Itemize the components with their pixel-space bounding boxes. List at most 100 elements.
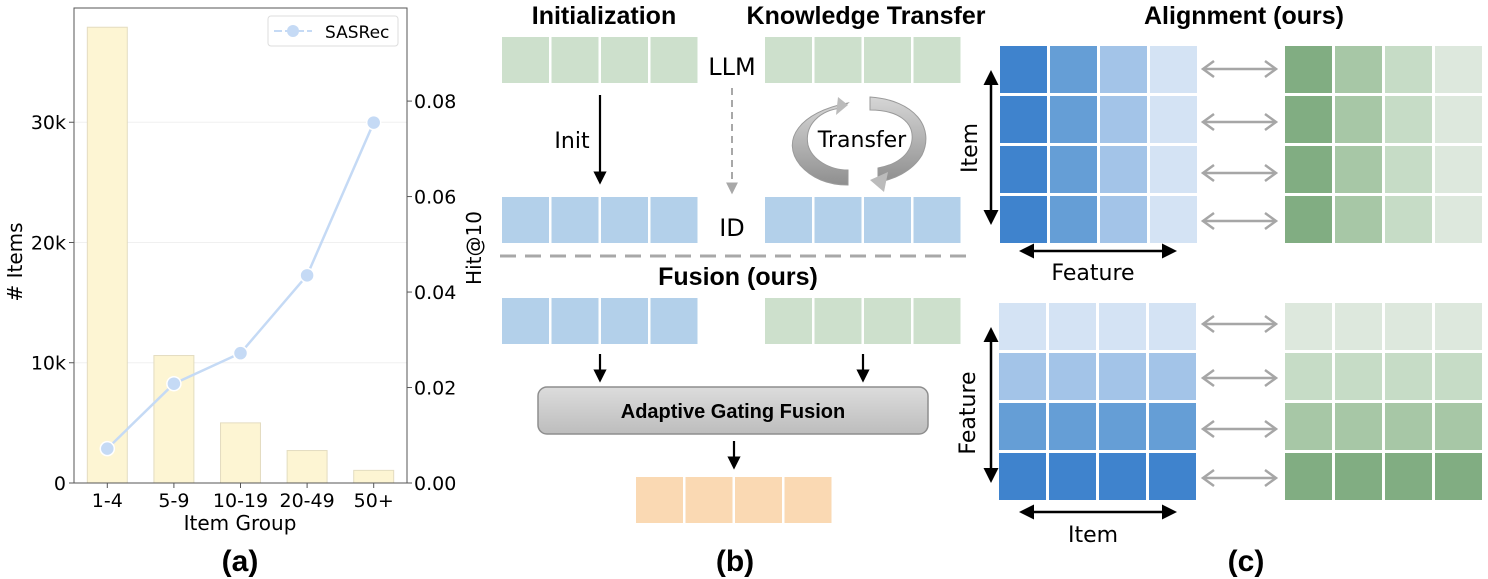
llm-embedding-cell: [601, 37, 648, 83]
llm-matrix-cell: [1385, 403, 1432, 450]
llm-matrix-cell: [1385, 453, 1432, 500]
llm-matrix-cell: [1335, 303, 1382, 350]
llm-matrix-cell: [1335, 96, 1382, 143]
id-matrix-cell: [1099, 353, 1146, 400]
bar-20-49: [286, 450, 328, 484]
llm-matrix-cell: [1335, 46, 1382, 93]
panel-label-a: (a): [222, 545, 259, 578]
id-matrix-cell: [999, 303, 1046, 350]
llm-matrix-cell: [1435, 303, 1482, 350]
diagram-panel-c: Alignment (ours) Item Feature Feature It…: [956, 2, 1482, 578]
llm-matrix-cell: [1435, 353, 1482, 400]
id-embedding-cell: [502, 298, 549, 344]
id-matrix-cell: [999, 353, 1046, 400]
bar-1-4: [86, 26, 128, 484]
id-matrix-cell: [1050, 146, 1097, 193]
llm-matrix-cell: [1285, 196, 1332, 243]
alignment-arrowhead-right: [1264, 314, 1279, 334]
alignment-arrowhead-left: [1200, 314, 1215, 334]
right-tick-label: 0.02: [414, 378, 456, 400]
llm-matrix-cell: [1435, 196, 1482, 243]
label-init: Init: [554, 129, 590, 154]
alignment-arrowhead-right: [1264, 368, 1279, 388]
llm-matrix-cell: [1435, 403, 1482, 450]
alignment-arrowhead-right: [1264, 419, 1279, 439]
title-fusion: Fusion (ours): [658, 263, 818, 291]
top-horizontal-axis-label: Feature: [1051, 261, 1134, 286]
x-axis-label: Item Group: [184, 511, 297, 535]
id-matrix-cell: [1000, 196, 1047, 243]
alignment-arrowhead-left: [1200, 59, 1215, 79]
fused-embedding-cell: [735, 477, 782, 523]
llm-matrix-cell: [1385, 46, 1432, 93]
diagram-panel-b: Initialization Knowledge Transfer LLM ID…: [500, 2, 986, 578]
llm-embedding-cell: [913, 298, 961, 344]
id-matrix-cell: [1100, 196, 1147, 243]
id-embedding-cell: [601, 298, 648, 344]
llm-matrix-cell: [1335, 146, 1382, 193]
id-matrix-cell: [1149, 303, 1196, 350]
id-matrix-cell: [1049, 303, 1096, 350]
panel-label-c: (c): [1228, 545, 1265, 578]
alignment-arrowhead-left: [1200, 368, 1215, 388]
llm-matrix-cell: [1285, 453, 1332, 500]
llm-embedding-cell: [864, 298, 911, 344]
id-matrix-cell: [1100, 96, 1147, 143]
line-path-sasrec: [106, 122, 375, 450]
id-matrix-cell: [1149, 453, 1196, 500]
top-alignment-arrows: [1200, 59, 1279, 231]
alignment-arrowhead-left: [1200, 468, 1215, 488]
bar-50+: [353, 469, 395, 484]
x-tick-label: 10-19: [213, 490, 268, 512]
id-embedding-transfer: [765, 197, 961, 243]
llm-matrix-cell: [1385, 303, 1432, 350]
id-matrix-cell: [1100, 46, 1147, 93]
llm-matrix-cell: [1435, 46, 1482, 93]
id-embedding-fusion: [502, 298, 698, 344]
legend-label-sasrec: SASRec: [325, 23, 389, 43]
llm-matrix-cell: [1285, 46, 1332, 93]
left-tick-label: 30k: [31, 112, 66, 134]
grid-lines: [74, 121, 407, 364]
llm-embedding-transfer: [765, 37, 961, 83]
top-llm-matrix: [1285, 46, 1482, 243]
legend-marker: [287, 25, 299, 37]
alignment-arrowhead-left: [1200, 211, 1215, 231]
llm-matrix-cell: [1335, 196, 1382, 243]
alignment-arrowhead-right: [1264, 59, 1279, 79]
llm-embedding-cell: [814, 298, 862, 344]
id-matrix-cell: [1149, 403, 1196, 450]
line-series-sasrec: [99, 114, 382, 457]
label-gate: Adaptive Gating Fusion: [621, 401, 845, 423]
id-embedding-cell: [650, 197, 698, 243]
llm-matrix-cell: [1385, 196, 1432, 243]
id-embedding-cell: [650, 298, 698, 344]
left-tick-label: 10k: [31, 353, 66, 375]
right-tick-label: 0.04: [414, 282, 456, 304]
x-tick-label: 1-4: [92, 490, 123, 512]
label-llm: LLM: [708, 53, 755, 81]
left-tick-label: 20k: [31, 232, 66, 254]
id-embedding-cell: [864, 197, 911, 243]
fused-embedding-cell: [784, 477, 832, 523]
id-embedding-cell: [502, 197, 549, 243]
id-matrix-cell: [1050, 96, 1097, 143]
id-matrix-cell: [1149, 353, 1196, 400]
panel-label-b: (b): [716, 545, 754, 578]
legend: SASRec: [267, 15, 399, 47]
line-point-1-4: [99, 440, 116, 457]
id-matrix-cell: [1050, 46, 1097, 93]
llm-matrix-cell: [1285, 96, 1332, 143]
alignment-arrowhead-right: [1264, 211, 1279, 231]
fused-embedding-cell: [685, 477, 733, 523]
id-embedding-init: [502, 197, 698, 243]
id-matrix-cell: [1000, 46, 1047, 93]
title-initialization: Initialization: [532, 2, 676, 30]
bottom-vertical-axis-label: Feature: [956, 371, 981, 454]
line-point-10-19: [232, 345, 249, 361]
alignment-arrowhead-left: [1200, 419, 1215, 439]
title-alignment: Alignment (ours): [1144, 2, 1344, 30]
